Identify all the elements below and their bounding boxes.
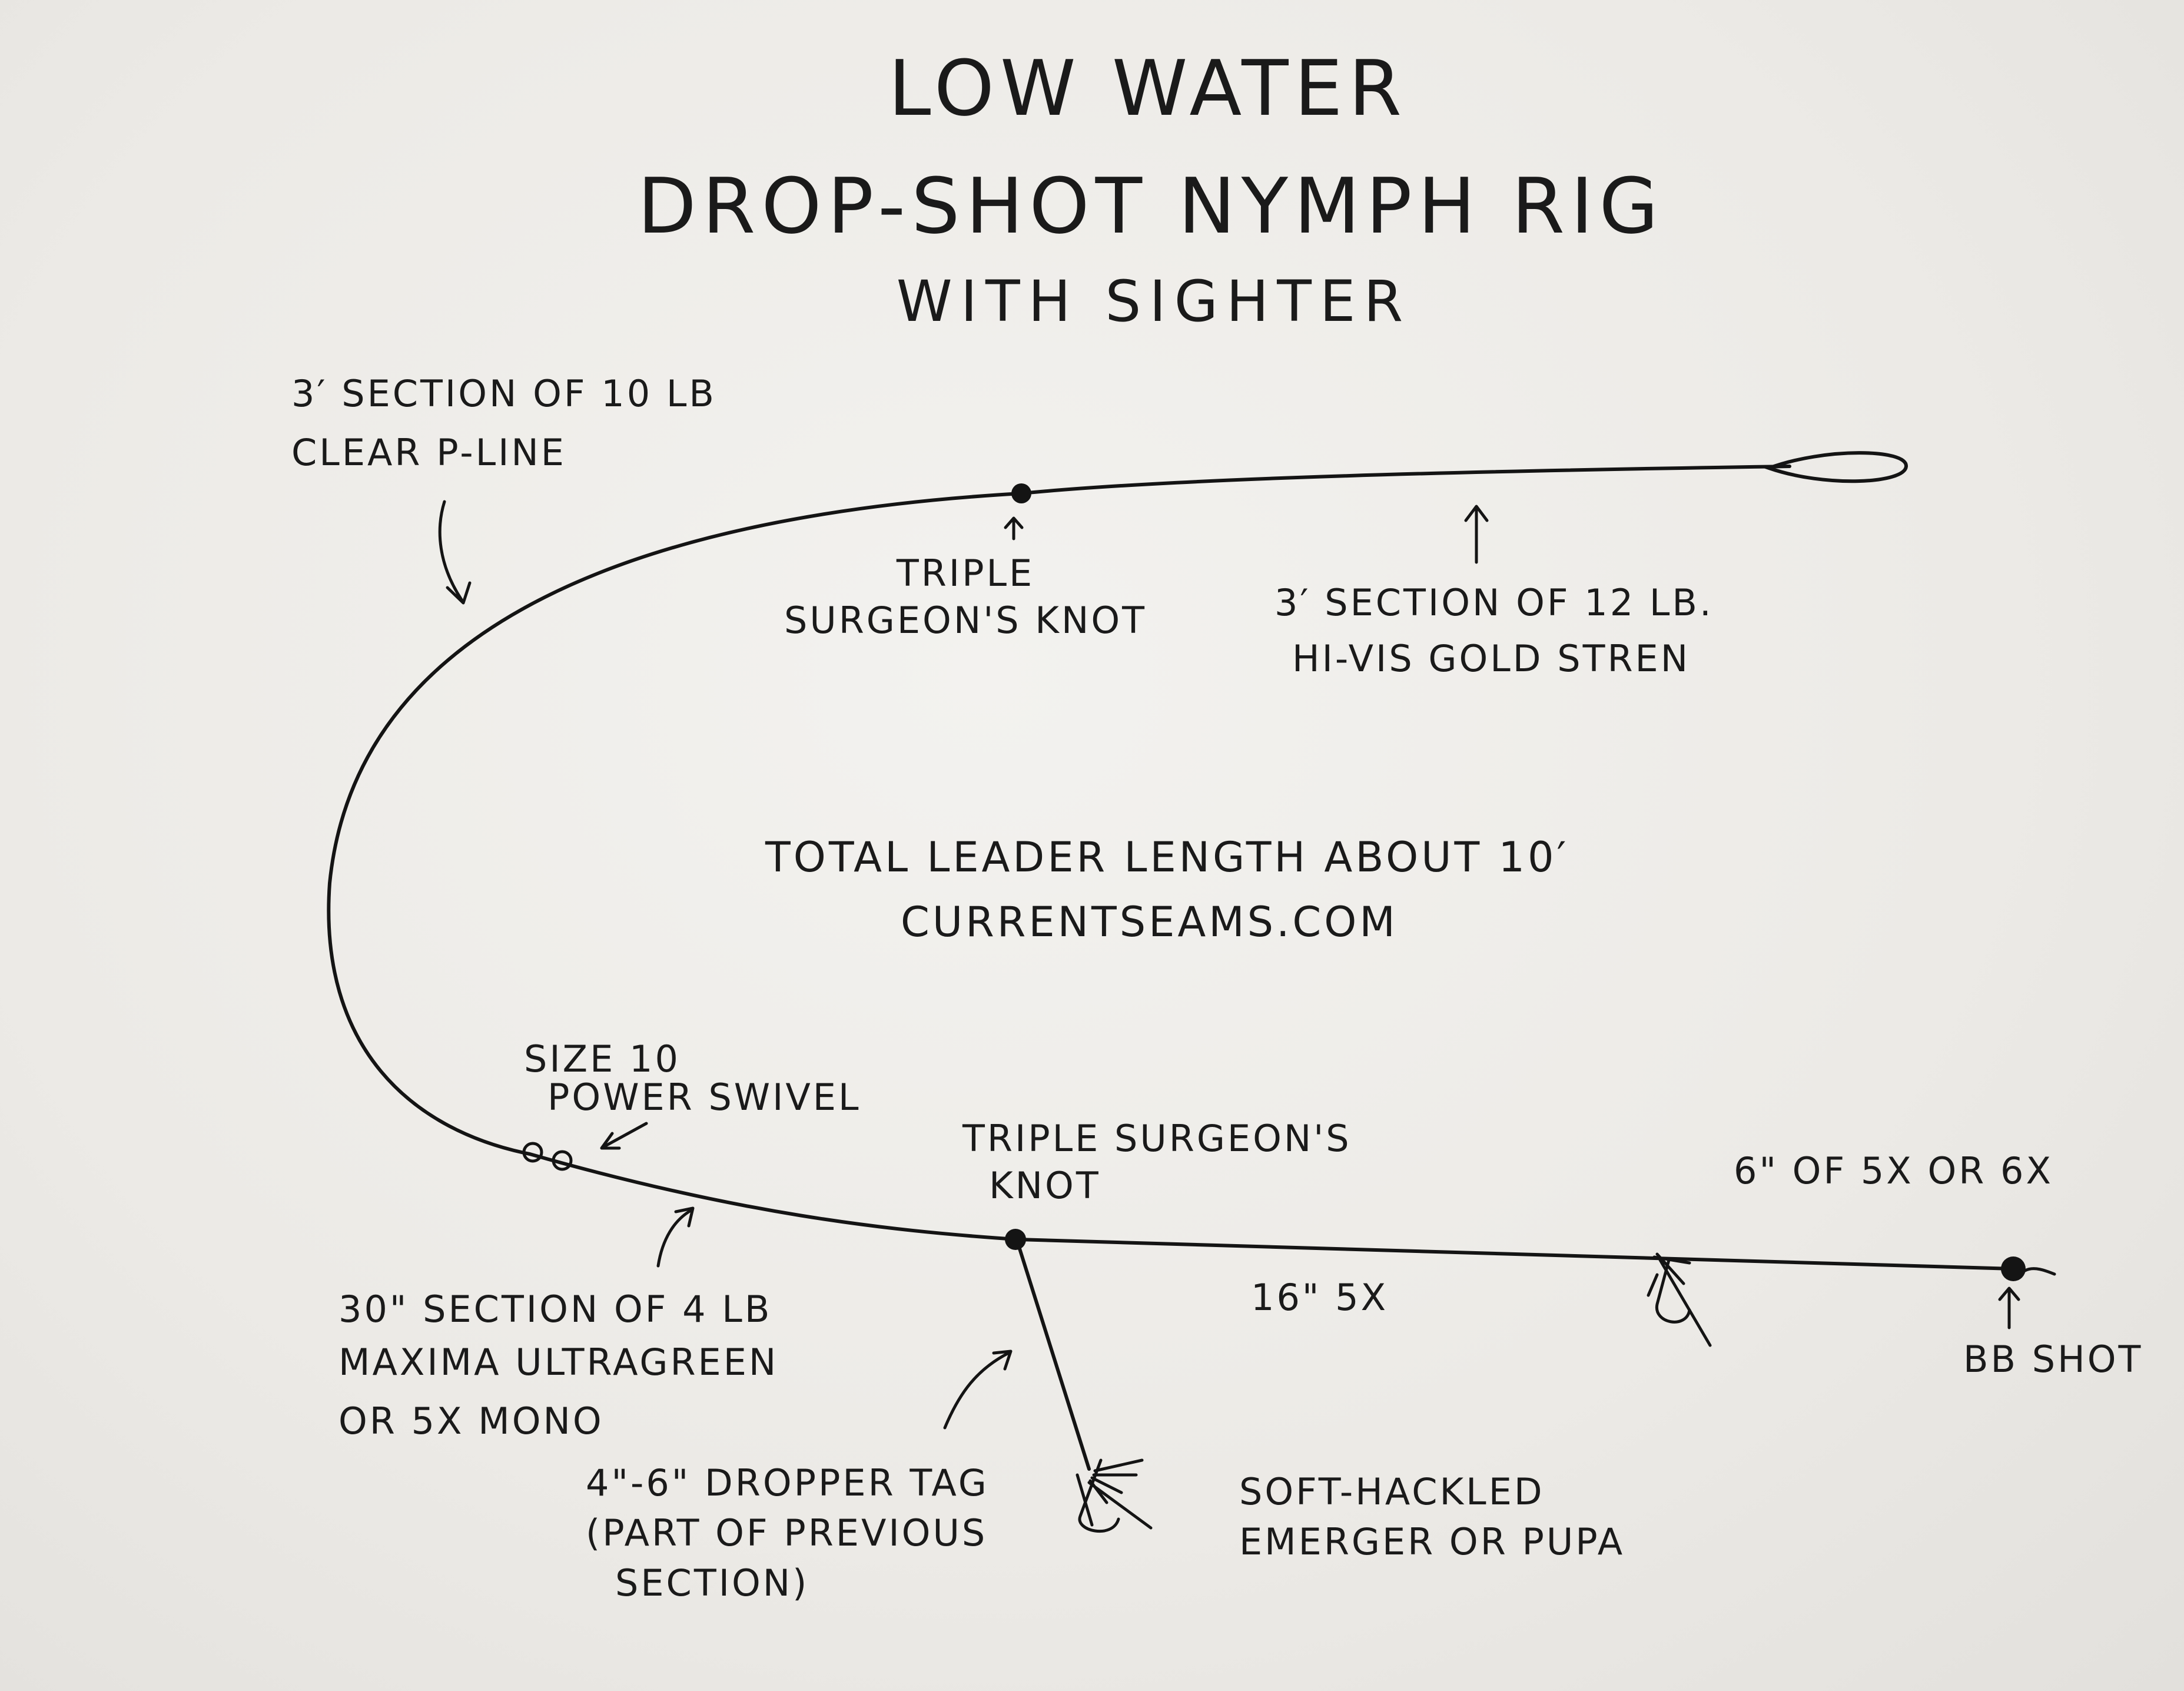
title-line-1: Low Water — [888, 44, 1408, 133]
svg-text:Hi-Vis Gold Stren: Hi-Vis Gold Stren — [1292, 637, 1690, 680]
svg-text:section): section) — [615, 1561, 809, 1604]
svg-text:emerger or pupa: emerger or pupa — [1239, 1520, 1625, 1563]
stren-arrow — [1464, 505, 1489, 564]
tag-end — [2023, 1267, 2056, 1276]
title-line-2: Drop-Shot Nymph Rig — [638, 161, 1664, 251]
dropper-arrow — [943, 1350, 1013, 1430]
svg-text:or 5x mono: or 5x mono — [338, 1400, 604, 1443]
label-stren: 3′ section of 12 lb. Hi-Vis Gold Stren — [1274, 581, 1714, 680]
svg-text:knot: knot — [989, 1164, 1101, 1207]
label-section-30: 30" section of 4 lb Maxima Ultragreen or… — [338, 1288, 778, 1443]
leader-line — [327, 465, 2015, 1271]
top-knot-dot — [1011, 483, 1031, 503]
svg-text:3′ section of 12 lb.: 3′ section of 12 lb. — [1274, 581, 1714, 624]
label-bb-shot: BB Shot — [1963, 1338, 2143, 1381]
svg-text:3′ section of 10 lb: 3′ section of 10 lb — [291, 372, 716, 415]
swivel-ring-2 — [552, 1150, 573, 1171]
svg-text:Soft-hackled: Soft-hackled — [1239, 1470, 1545, 1513]
svg-text:Power Swivel: Power Swivel — [547, 1076, 861, 1119]
label-top-knot: Triple surgeon's knot — [784, 552, 1147, 642]
section-30-arrow — [656, 1206, 695, 1268]
butt-loop — [1764, 451, 1908, 483]
svg-text:surgeon's knot: surgeon's knot — [784, 599, 1147, 642]
top-knot-arrow — [1004, 516, 1024, 541]
label-dropper: 4"-6" dropper tag (part of previous sect… — [586, 1461, 989, 1604]
swivel-ring-1 — [522, 1142, 543, 1163]
bb-shot-arrow — [1998, 1287, 2020, 1329]
point-fly-icon — [1647, 1252, 1712, 1347]
label-tippet-16: 16" 5x — [1251, 1276, 1388, 1319]
svg-text:(part of previous: (part of previous — [586, 1511, 987, 1554]
label-tippet-6: 6" of 5x or 6x — [1734, 1149, 2053, 1192]
total-length-note: Total leader length about 10′ — [765, 833, 1569, 881]
swivel-arrow — [600, 1122, 648, 1150]
svg-text:Triple surgeon's: Triple surgeon's — [962, 1117, 1352, 1160]
label-swivel: Size 10 Power Swivel — [524, 1037, 861, 1119]
label-clear-pline: 3′ section of 10 lb clear P-Line — [291, 372, 716, 474]
svg-text:Size 10: Size 10 — [524, 1037, 681, 1080]
label-bottom-knot: Triple surgeon's knot — [962, 1117, 1352, 1207]
svg-text:Triple: Triple — [896, 552, 1034, 595]
svg-text:Maxima Ultragreen: Maxima Ultragreen — [338, 1341, 778, 1384]
bb-shot-dot — [2001, 1256, 2026, 1281]
svg-text:30" section of 4 lb: 30" section of 4 lb — [338, 1288, 772, 1331]
title-line-3: with sighter — [897, 268, 1411, 334]
dropper-fly-icon — [1076, 1458, 1153, 1533]
bottom-knot-dot — [1005, 1229, 1026, 1250]
website-note: currentseams.com — [901, 898, 1398, 946]
label-fly: Soft-hackled emerger or pupa — [1239, 1470, 1625, 1563]
center-note: Total leader length about 10′ currentsea… — [765, 833, 1569, 946]
dropper-tag — [1015, 1239, 1091, 1471]
pline-arrow — [438, 500, 472, 605]
svg-text:4"-6" dropper tag: 4"-6" dropper tag — [586, 1461, 989, 1504]
svg-text:clear P-Line: clear P-Line — [291, 431, 566, 474]
